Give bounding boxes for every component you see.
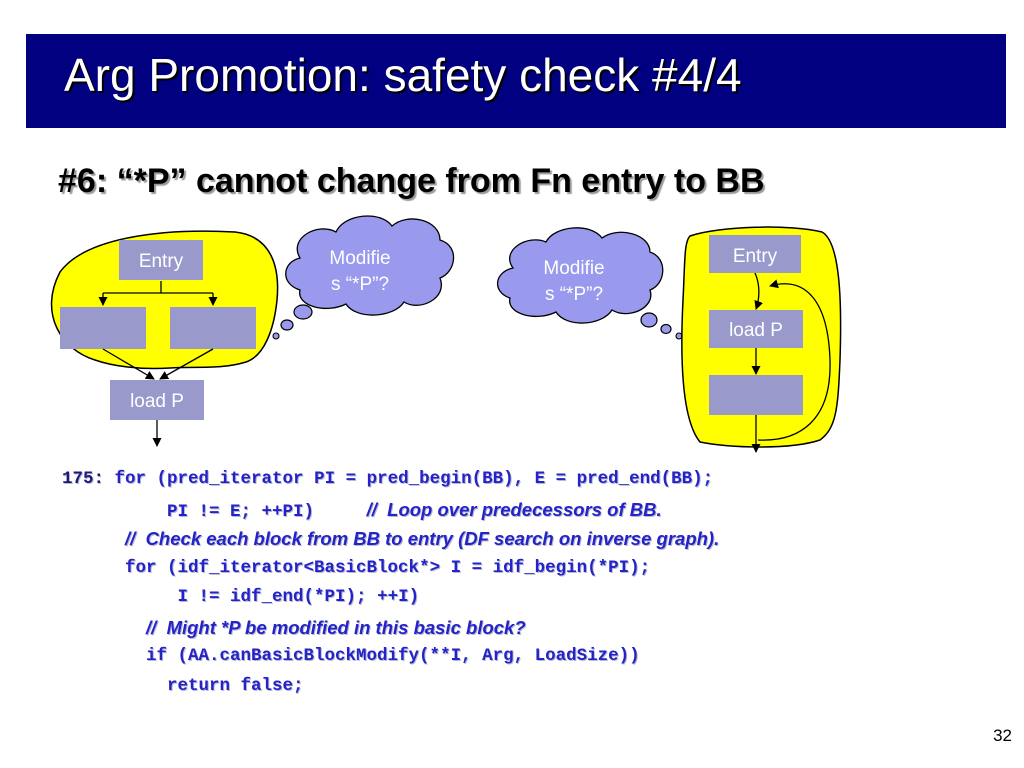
code-line-1: 175: for (pred_iterator PI = pred_begin(…	[62, 465, 719, 495]
slide-title: Arg Promotion: safety check #4/4	[64, 49, 742, 101]
code-line-5: I != idf_end(*PI); ++I)	[62, 583, 719, 613]
code-line-number: 175:	[62, 469, 105, 489]
code-comment-loop: // Loop over predecessors of BB.	[366, 498, 662, 520]
slide-subtitle: #6: “*P” cannot change from Fn entry to …	[58, 162, 765, 200]
right-entry-node: Entry	[709, 235, 801, 273]
code-line-2: PI != E; ++PI) // Loop over predecessors…	[62, 495, 719, 525]
title-bar: Arg Promotion: safety check #4/4	[26, 34, 1006, 128]
right-block	[709, 375, 803, 415]
code-line-7: if (AA.canBasicBlockModify(**I, Arg, Loa…	[62, 642, 719, 672]
left-entry-node: Entry	[119, 240, 203, 280]
left-entry-label: Entry	[139, 251, 184, 272]
right-load-label: load P	[729, 320, 783, 341]
code-for-pred: for (pred_iterator PI = pred_begin(BB), …	[114, 469, 714, 489]
page-number: 32	[993, 726, 1012, 745]
left-block-b	[170, 307, 256, 349]
right-thought-cloud: Modifie s “*P”?	[496, 227, 683, 340]
right-load-node: load P	[709, 310, 803, 348]
code-idf-cond: I != idf_end(*PI); ++I)	[177, 587, 420, 607]
code-for-idf: for (idf_iterator<BasicBlock*> I = idf_b…	[125, 557, 651, 578]
code-line-6: // Might *P be modified in this basic bl…	[62, 613, 719, 643]
code-block: 175: for (pred_iterator PI = pred_begin(…	[62, 465, 719, 701]
right-cloud-line1: Modifie	[543, 258, 604, 279]
right-cloud-line2: s “*P”?	[545, 284, 603, 305]
code-return-false: return false;	[167, 675, 304, 696]
code-if-modify: if (AA.canBasicBlockModify(**I, Arg, Loa…	[146, 646, 640, 666]
code-pi-cond: PI != E; ++PI)	[167, 501, 315, 522]
left-load-node: load P	[110, 380, 204, 420]
left-thought-cloud: Modifie s “*P”?	[272, 215, 455, 340]
left-load-label: load P	[130, 391, 184, 412]
code-comment-check: // Check each block from BB to entry (DF…	[125, 528, 720, 549]
left-edges	[98, 281, 218, 447]
code-comment-modified: // Might *P be modified in this basic bl…	[146, 616, 526, 638]
code-line-8: return false;	[62, 672, 719, 702]
code-line-4: for (idf_iterator<BasicBlock*> I = idf_b…	[62, 554, 719, 584]
left-block-a	[60, 307, 146, 349]
right-edges	[751, 272, 831, 453]
left-cloud-line1: Modifie	[329, 248, 390, 269]
code-line-3: // Check each block from BB to entry (DF…	[62, 524, 719, 554]
right-entry-label: Entry	[733, 246, 778, 267]
left-cloud-line2: s “*P”?	[331, 274, 389, 295]
